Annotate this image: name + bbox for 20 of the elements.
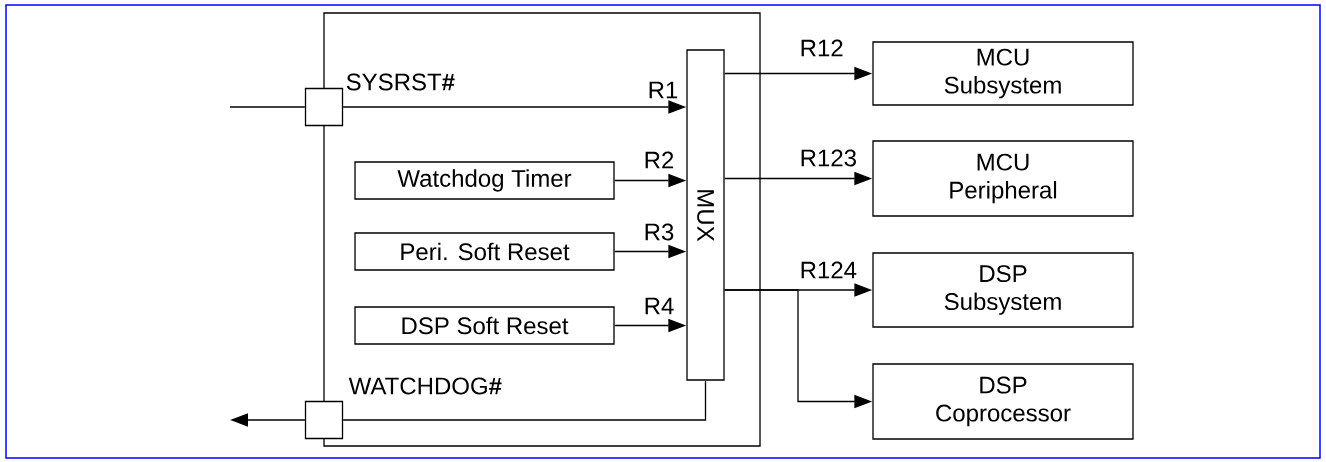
edge-label: R123 [798, 148, 859, 168]
edge-label: R4 [642, 296, 676, 316]
process-box: MCU Peripheral [872, 140, 1134, 217]
process-box: DSP Coprocessor [872, 363, 1134, 440]
process-box: Watchdog Timer [354, 161, 615, 200]
edge-label: R124 [798, 260, 859, 280]
edge-label: R2 [642, 150, 676, 170]
edge-label: R3 [642, 222, 676, 242]
edge-label: R1 [646, 80, 680, 100]
pin-square [304, 87, 344, 127]
process-box: DSP Soft Reset [354, 306, 615, 345]
pin-square [304, 400, 344, 440]
process-box: DSP Subsystem [872, 252, 1134, 328]
signal-label: SYSRST# [346, 73, 455, 91]
module-box [323, 12, 761, 447]
process-box: MCU Subsystem [872, 41, 1134, 106]
process-box: Peri. Soft Reset [354, 232, 615, 271]
signal-label: WATCHDOG# [348, 377, 502, 395]
mux-box: MUX [686, 49, 725, 381]
edge-label: R12 [798, 38, 845, 58]
